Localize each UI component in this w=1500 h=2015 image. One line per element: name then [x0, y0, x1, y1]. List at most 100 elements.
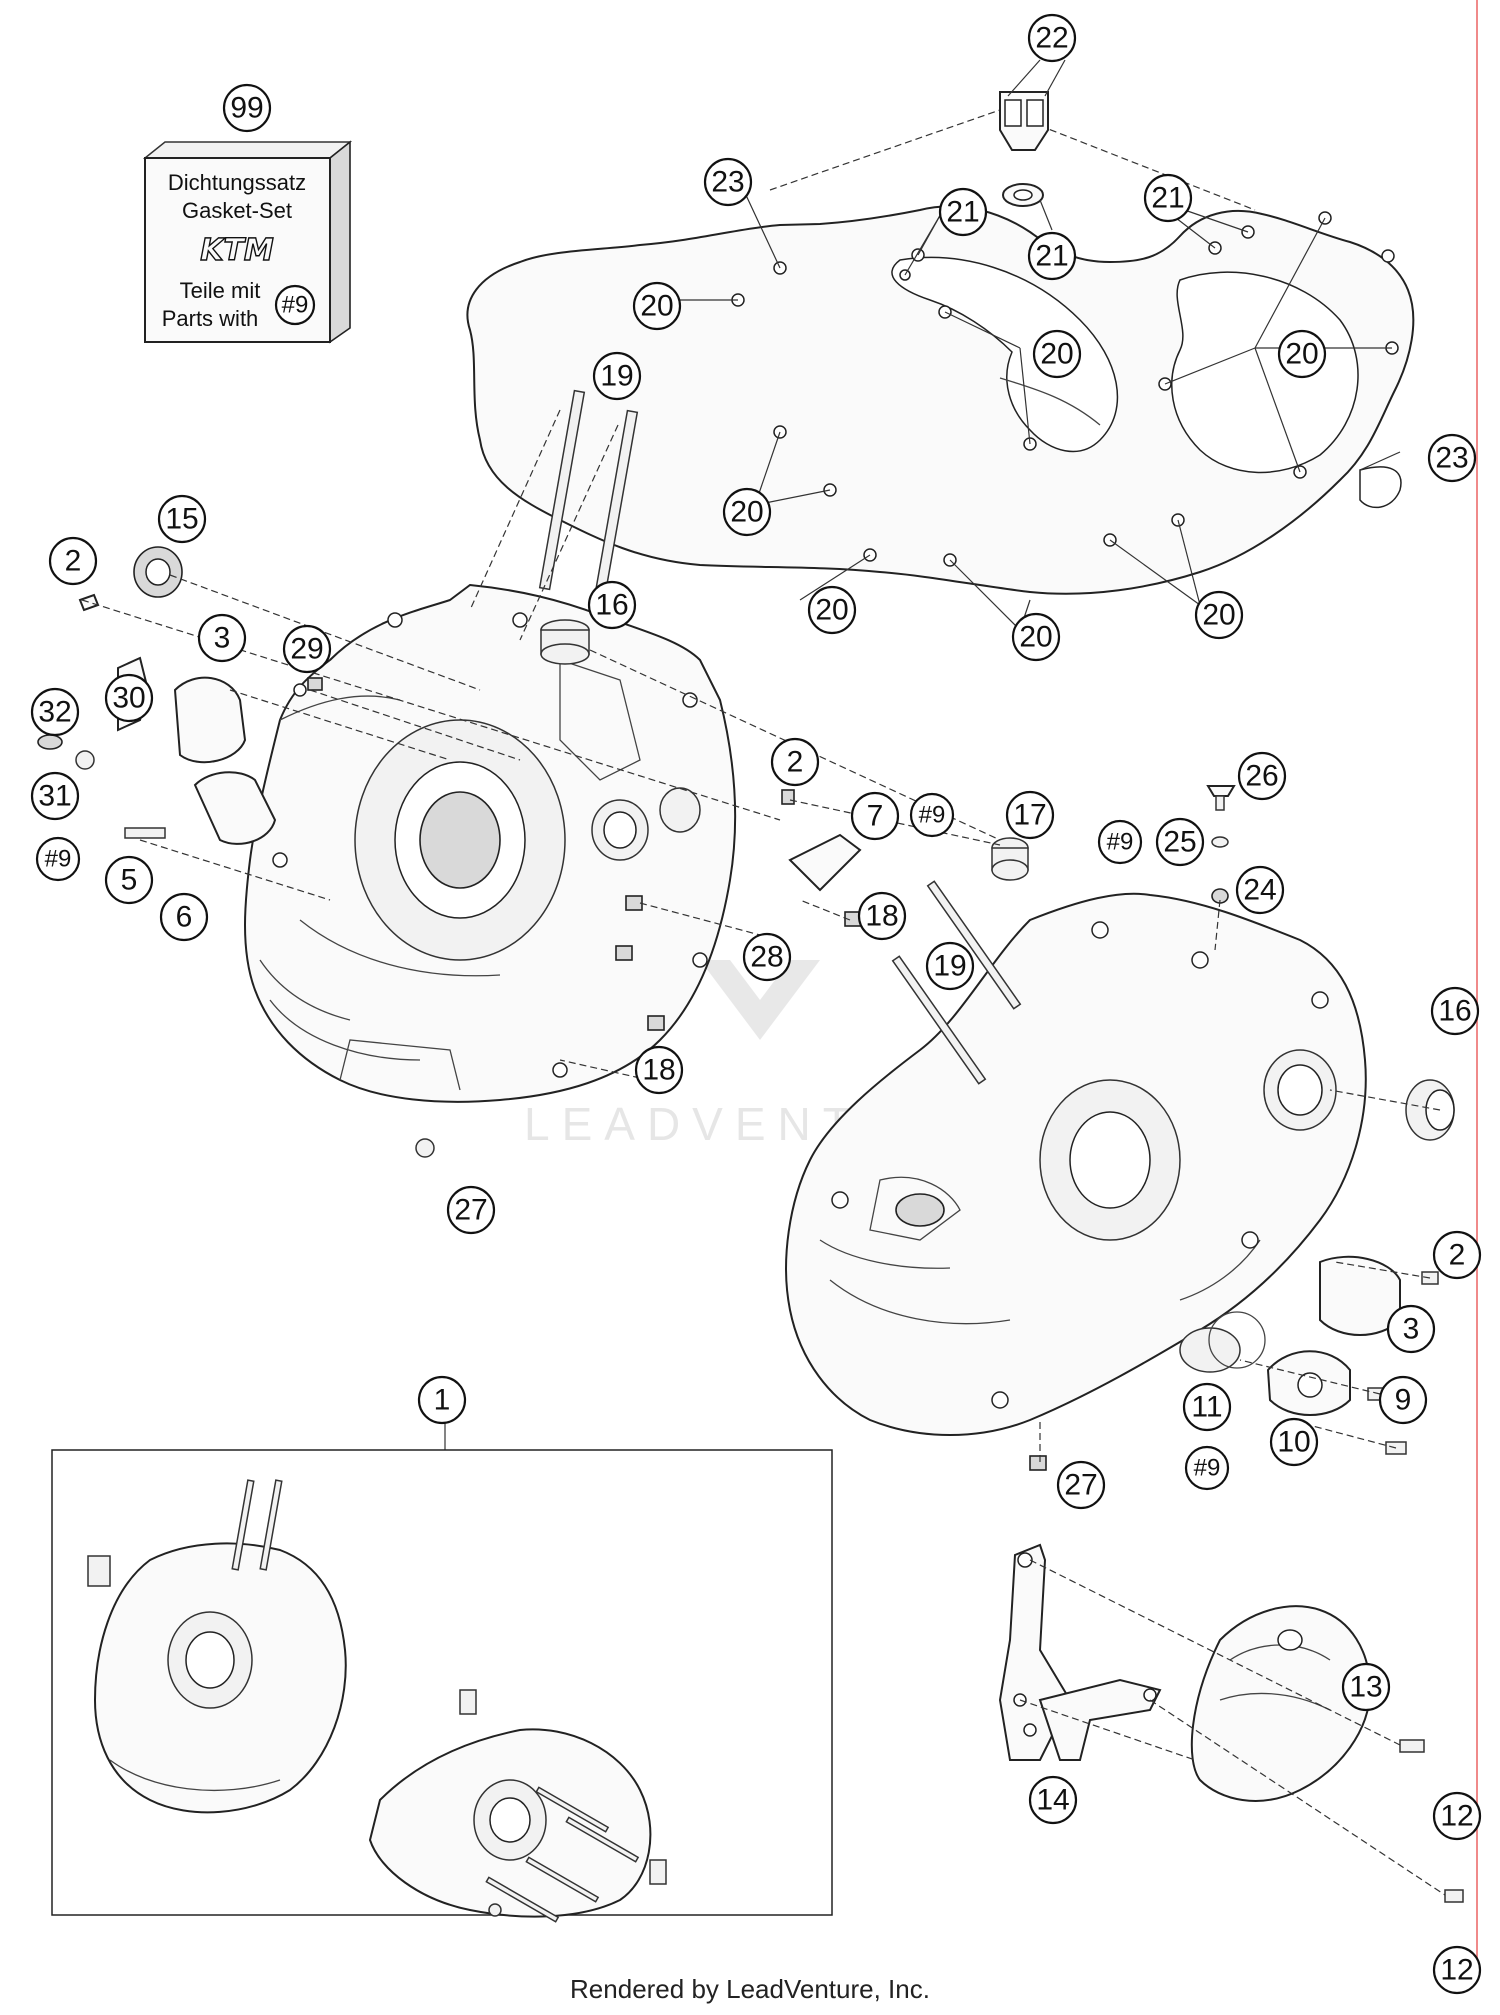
callout-label: 23 [711, 166, 744, 199]
callout-c9d: #9 [1184, 1445, 1230, 1491]
callout-label: 2 [65, 545, 82, 578]
callout-label: 20 [730, 496, 763, 529]
callout-c9: 9 [1378, 1375, 1428, 1425]
ktm-logo: KTM [200, 233, 274, 268]
callout-c32: 32 [30, 687, 80, 737]
gasket-set-ref: #9 [282, 292, 309, 319]
callout-c24: 24 [1235, 865, 1285, 915]
callout-c22: 22 [1027, 13, 1077, 63]
callout-circle [1011, 612, 1061, 662]
callout-label: 26 [1245, 760, 1278, 793]
callout-circle [1386, 1304, 1436, 1354]
callout-c20d: 20 [722, 487, 772, 537]
callout-circle [104, 673, 154, 723]
callout-label: 6 [176, 901, 193, 934]
callout-c20c: 20 [1277, 329, 1327, 379]
callout-c99: 99 [222, 83, 272, 133]
gasket-set-box: Dichtungssatz Gasket-Set KTM Teile mit P… [142, 140, 353, 344]
callout-circle [1378, 1375, 1428, 1425]
callout-label: 16 [1438, 995, 1471, 1028]
callout-c20e: 20 [807, 585, 857, 635]
callout-c12a: 12 [1432, 1791, 1482, 1841]
callout-label: 30 [112, 682, 145, 715]
callout-circle [925, 941, 975, 991]
callout-label: 20 [1285, 338, 1318, 371]
callout-label: 9 [1395, 1384, 1412, 1417]
gasket-set-line1: Dichtungssatz [168, 170, 306, 195]
callout-circle [1056, 1460, 1106, 1510]
callout-circle [703, 157, 753, 207]
callout-label: 21 [1151, 182, 1184, 215]
callout-c2c: 2 [1432, 1230, 1482, 1280]
callout-c29: 29 [282, 624, 332, 674]
callout-label: 3 [214, 622, 231, 655]
callout-label: 19 [933, 950, 966, 983]
callout-label: 25 [1163, 826, 1196, 859]
callout-label: 18 [865, 900, 898, 933]
callout-c16a: 16 [587, 580, 637, 630]
callout-circle [1032, 329, 1082, 379]
callout-c27b: 27 [1056, 1460, 1106, 1510]
callout-circle [909, 792, 955, 838]
callout-circle [1341, 1662, 1391, 1712]
callout-circle [1182, 1382, 1232, 1432]
callout-c21b: 21 [1027, 231, 1077, 281]
callout-circle [1235, 865, 1285, 915]
callout-c7: 7 [850, 791, 900, 841]
callout-circle [197, 613, 247, 663]
callout-circle [159, 892, 209, 942]
callout-c9a: #9 [35, 836, 81, 882]
callout-c23a: 23 [703, 157, 753, 207]
callout-label: 12 [1440, 1800, 1473, 1833]
callout-label: #9 [1194, 1455, 1221, 1482]
callout-circle [770, 737, 820, 787]
callout-label: 31 [38, 780, 71, 813]
callout-label: 10 [1277, 1426, 1310, 1459]
callout-circle [48, 536, 98, 586]
callout-circle [587, 580, 637, 630]
complete-crankcase-assembly [51, 1423, 833, 1923]
callout-circle [807, 585, 857, 635]
callout-label: 5 [121, 864, 138, 897]
callout-c2a: 2 [48, 536, 98, 586]
callout-c1: 1 [417, 1375, 467, 1425]
callout-c14: 14 [1028, 1775, 1078, 1825]
callout-c21a: 21 [938, 187, 988, 237]
callout-circle [104, 855, 154, 905]
callout-label: 16 [595, 589, 628, 622]
callout-c11: 11 [1182, 1382, 1232, 1432]
callout-circle [157, 494, 207, 544]
callout-circle [1432, 1230, 1482, 1280]
callout-circle [1028, 1775, 1078, 1825]
callout-circle [417, 1375, 467, 1425]
callout-label: 29 [290, 633, 323, 666]
callout-c18a: 18 [857, 891, 907, 941]
callout-circle [30, 771, 80, 821]
callout-c5: 5 [104, 855, 154, 905]
callout-c20b: 20 [1032, 329, 1082, 379]
callout-circle [632, 281, 682, 331]
callout-label: #9 [45, 846, 72, 873]
callout-circle [1432, 1791, 1482, 1841]
callout-circle [938, 187, 988, 237]
callout-label: 7 [867, 800, 884, 833]
callout-circle [446, 1185, 496, 1235]
callout-circle [742, 932, 792, 982]
callout-c21c: 21 [1143, 173, 1193, 223]
callout-label: 15 [165, 503, 198, 536]
callout-circle [30, 687, 80, 737]
callout-c31: 31 [30, 771, 80, 821]
callout-circle [1194, 590, 1244, 640]
callout-label: 2 [1449, 1239, 1466, 1272]
crankcase-gasket [466, 91, 1415, 595]
callout-circle [592, 351, 642, 401]
callout-circle [222, 83, 272, 133]
callout-label: 32 [38, 696, 71, 729]
callout-label: 12 [1440, 1954, 1473, 1987]
sprocket-cover-and-bracket [998, 1543, 1464, 1903]
callout-circle [1155, 817, 1205, 867]
callout-c23b: 23 [1427, 433, 1477, 483]
gasket-set-line2: Gasket-Set [182, 198, 292, 223]
callout-label: 27 [1064, 1469, 1097, 1502]
